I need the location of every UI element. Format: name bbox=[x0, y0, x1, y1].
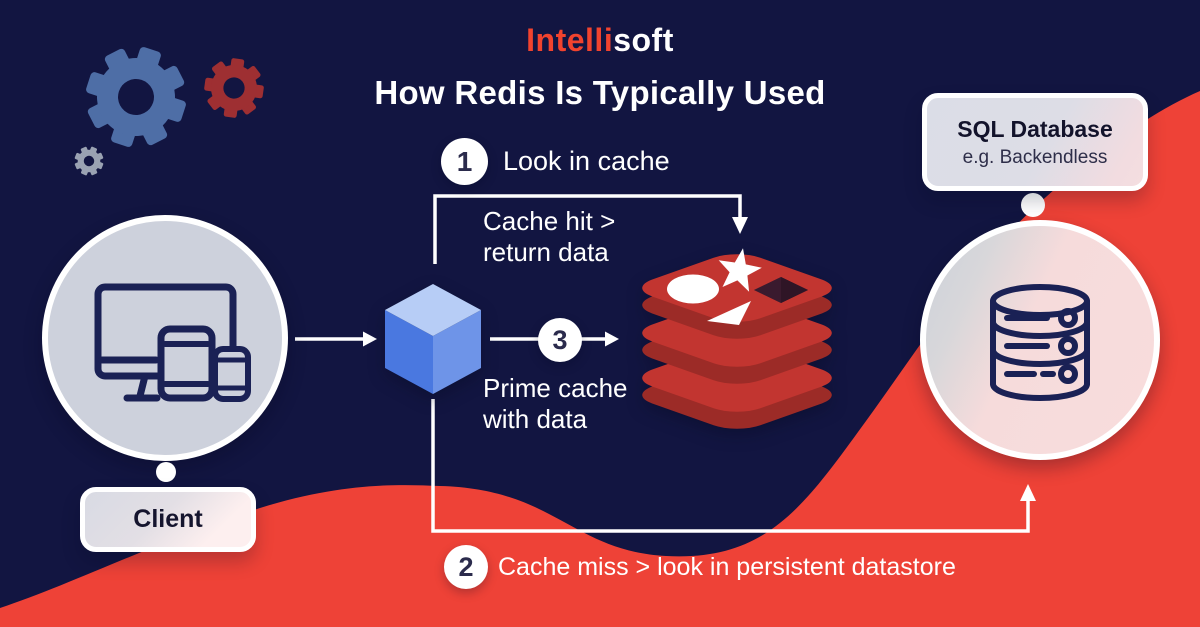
cache-hit-line1: Cache hit > bbox=[483, 206, 616, 236]
brand-logo: Intellisoft bbox=[0, 22, 1200, 59]
devices-icon bbox=[94, 283, 251, 402]
database-node-circle bbox=[920, 220, 1160, 460]
arrowhead-right-icon bbox=[605, 331, 619, 347]
step-1-badge: 1 bbox=[441, 138, 488, 185]
path-look-in-cache bbox=[433, 194, 742, 264]
step-3-badge: 3 bbox=[538, 318, 582, 362]
database-icon bbox=[990, 284, 1090, 401]
arrowhead-right-icon bbox=[363, 331, 377, 347]
brand-logo-part2: soft bbox=[613, 22, 674, 58]
redis-shape-triangle bbox=[707, 301, 751, 325]
step-3-line1: Prime cache bbox=[483, 373, 628, 403]
step-3-label: Prime cache with data bbox=[483, 373, 628, 435]
client-label: Client bbox=[133, 505, 203, 533]
database-label-tag: SQL Database e.g. Backendless bbox=[922, 93, 1148, 191]
cube-icon bbox=[385, 284, 481, 394]
step-2-badge: 2 bbox=[444, 545, 488, 589]
page-title: How Redis Is Typically Used bbox=[374, 74, 826, 111]
redis-shape-pyramid bbox=[754, 277, 808, 303]
gear-icon-gray bbox=[74, 146, 104, 176]
step-2-label: Cache miss > look in persistent datastor… bbox=[498, 553, 956, 581]
arrow-heads bbox=[363, 217, 1036, 501]
arrowhead-up-icon bbox=[1020, 484, 1036, 501]
red-wave-shape bbox=[0, 91, 1200, 627]
gear-icon-red bbox=[204, 58, 264, 118]
redis-shape-star bbox=[718, 248, 762, 292]
database-connector-dot bbox=[1021, 193, 1045, 217]
step-3-line2: with data bbox=[483, 404, 588, 434]
database-label: SQL Database bbox=[957, 115, 1113, 142]
path-cache-miss bbox=[431, 399, 1030, 533]
arrowhead-down-icon bbox=[732, 217, 748, 234]
gear-icon-blue bbox=[86, 47, 186, 147]
client-node-circle bbox=[42, 215, 288, 461]
redis-logo bbox=[642, 248, 832, 429]
cache-hit-annotation: Cache hit > return data bbox=[483, 206, 615, 268]
database-sublabel: e.g. Backendless bbox=[962, 146, 1108, 168]
client-connector-dot bbox=[156, 462, 176, 482]
step-1-label: Look in cache bbox=[503, 146, 670, 176]
flow-lines bbox=[295, 194, 1030, 533]
brand-logo-part1: Intelli bbox=[526, 22, 614, 58]
client-label-tag: Client bbox=[80, 487, 256, 552]
redis-shape-circle bbox=[667, 274, 719, 304]
cache-hit-line2: return data bbox=[483, 237, 609, 267]
